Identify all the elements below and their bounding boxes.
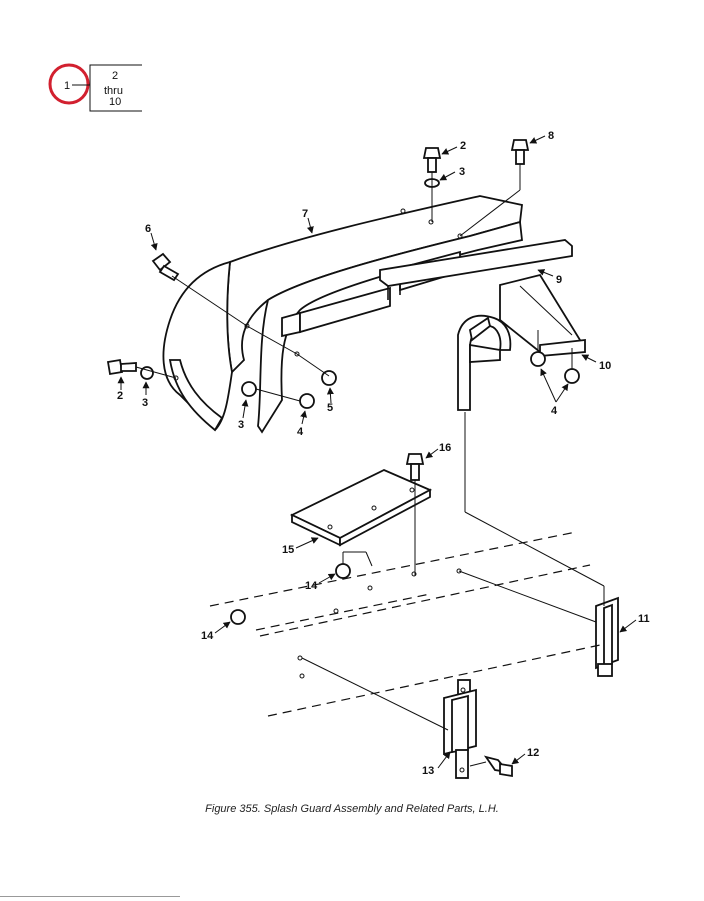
nut-item-14-upper [335, 563, 351, 579]
callout-12: 12 [527, 747, 539, 759]
callout-6: 6 [145, 223, 151, 235]
bracket-item-13 [443, 679, 477, 779]
nut-item-4-right-b [564, 368, 580, 384]
frame-phantom-lines [209, 531, 601, 717]
callout-11: 11 [638, 613, 650, 625]
callout-labels: 2 3 8 7 6 9 10 4 2 3 3 4 5 16 15 14 14 1… [117, 130, 650, 777]
washer-item-3-mid [241, 381, 257, 397]
plate-item-15 [289, 469, 433, 547]
bottom-rule [0, 896, 180, 897]
callout-2-top: 2 [460, 140, 466, 152]
fender-splash-guard [162, 195, 523, 434]
nut-item-4-right-a [530, 351, 546, 367]
callout-16: 16 [439, 442, 451, 454]
callout-2-left: 2 [117, 390, 123, 402]
fender-bracket [379, 239, 586, 411]
nut-item-4-mid [299, 393, 315, 409]
bolt-item-8 [510, 139, 530, 165]
callout-15: 15 [282, 544, 294, 556]
nut-item-14-lower [230, 609, 246, 625]
callout-9: 9 [556, 274, 562, 286]
washer-item-3-left [140, 366, 154, 380]
bracket-item-11 [595, 596, 619, 677]
bolt-item-2-top [422, 147, 442, 173]
callout-10: 10 [599, 360, 611, 372]
key-box: 1 2 thru 10 [48, 63, 142, 112]
callout-4-right: 4 [551, 405, 558, 417]
key-range-to: 10 [109, 96, 121, 108]
callout-3-left: 3 [142, 397, 148, 409]
callout-7: 7 [302, 208, 308, 220]
installation-lines [135, 164, 605, 767]
figure-caption: Figure 355. Splash Guard Assembly and Re… [205, 803, 499, 815]
key-range-from: 2 [112, 70, 118, 82]
callout-8: 8 [548, 130, 554, 142]
callout-14-lower: 14 [201, 630, 214, 642]
bolt-item-16 [405, 453, 425, 481]
callout-3-mid: 3 [238, 419, 244, 431]
bolt-item-2-left [106, 358, 137, 376]
callout-5: 5 [327, 402, 333, 414]
callout-13: 13 [422, 765, 434, 777]
index-circle [48, 63, 90, 105]
callout-3-top: 3 [459, 166, 465, 178]
key-range-word: thru [104, 85, 123, 97]
nut-item-5 [321, 370, 337, 386]
bolt-item-12 [483, 755, 513, 778]
bolt-item-6 [151, 252, 180, 282]
callout-arrows [117, 135, 637, 769]
callout-4-mid: 4 [297, 426, 304, 438]
callout-14-upper: 14 [305, 580, 318, 592]
key-index: 1 [64, 80, 70, 92]
